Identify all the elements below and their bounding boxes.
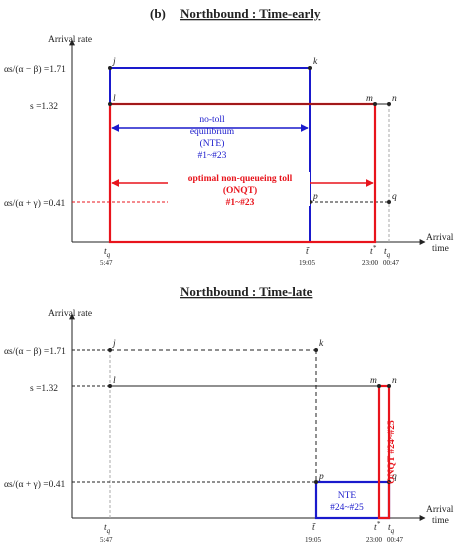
point-q [387,200,391,204]
point-n [387,102,391,106]
tick-tq-end: tq [384,247,391,259]
tick-tq-start: tq [104,523,111,535]
point-k [308,66,312,70]
time-2300: 23:00 [366,536,382,544]
label-m: m [366,94,373,104]
x-axis-label-arrival: Arrival [426,505,454,515]
nte-label: no-toll equilibrium (NTE) #1~#23 [190,115,235,161]
time-1905: 19:05 [305,536,321,544]
onqt-label-line2: (ONQT) [223,185,257,196]
nte-label-line2: #24~#25 [330,503,364,513]
time-2300: 23:00 [362,259,378,267]
label-l: l [113,376,116,386]
nte-label-line1: no-toll [199,115,225,125]
tick-tq-end: tq [388,523,395,535]
x-axis-label-time: time [432,244,449,254]
x-axis-label-arrival: Arrival [426,233,454,243]
label-p: p [318,472,324,482]
tick-t-tilde: t̃ [306,245,310,257]
tick-t-star: t* [370,244,377,257]
time-547: 5:47 [100,259,113,267]
panel-label: (b) [150,6,166,21]
point-k [314,348,318,352]
x-axis-label-time: time [432,516,449,526]
point-m [377,384,381,388]
time-0047: 00:47 [383,259,399,267]
point-l [108,384,112,388]
point-j [108,348,112,352]
y-label-171: αs/(α − β) =1.71 [4,64,66,75]
panel-title: Northbound : Time-late [180,284,313,299]
onqt-label-bg [168,172,310,206]
nte-label-line3: (NTE) [200,138,225,149]
label-j: j [111,57,116,67]
panel-time-late: Northbound : Time-late Arrival rate Arri… [4,284,454,544]
tick-tq-start: tq [104,247,111,259]
label-k: k [319,339,324,349]
label-l: l [113,94,116,104]
y-label-132: s =1.32 [30,102,58,112]
y-axis-label: Arrival rate [48,309,92,319]
y-label-132: s =1.32 [30,384,58,394]
label-k: k [313,57,318,67]
label-q: q [392,192,397,202]
time-547: 5:47 [100,536,113,544]
y-axis-label: Arrival rate [48,35,92,45]
tick-t-tilde: t̃ [312,521,316,533]
label-n: n [392,376,397,386]
onqt-label-line1: optimal non-queueing toll [188,174,293,184]
nte-label: NTE #24~#25 [330,491,364,513]
nte-label-line2: equilibrium [190,127,235,137]
point-q [387,480,391,484]
onqt-label-line3: #1~#23 [226,198,255,208]
onqt-region [377,384,391,520]
point-l [108,102,112,106]
y-label-171: αs/(α − β) =1.71 [4,346,66,357]
onqt-label: ONQT #24~#25 [387,420,397,484]
panel-title: Northbound : Time-early [180,6,321,21]
point-m [373,102,377,106]
panel-time-early: (b) Northbound : Time-early Arrival rate… [4,6,454,267]
nte-label-line4: #1~#23 [198,151,227,161]
label-m: m [370,376,377,386]
label-j: j [111,339,116,349]
y-label-041: αs/(α + γ) =0.41 [4,479,66,490]
y-label-041: αs/(α + γ) =0.41 [4,198,66,209]
nte-label-line1: NTE [338,491,357,501]
point-n [387,384,391,388]
onqt-label: optimal non-queueing toll (ONQT) #1~#23 [168,172,310,208]
label-p: p [312,192,318,202]
time-0047: 00:47 [387,536,403,544]
label-n: n [392,94,397,104]
point-j [108,66,112,70]
point-p [314,480,318,484]
label-q: q [392,472,397,482]
tick-t-star: t* [374,520,381,533]
time-1905: 19:05 [299,259,315,267]
